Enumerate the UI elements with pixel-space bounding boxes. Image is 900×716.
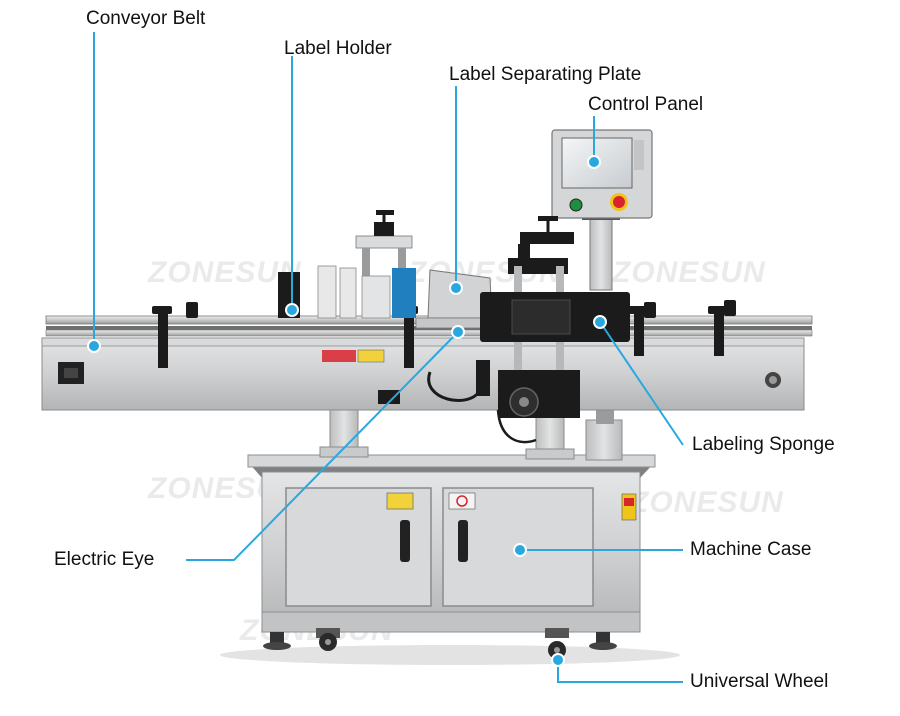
callout-label-separating-plate: Label Separating Plate	[449, 64, 642, 85]
dot-machine-case	[513, 543, 527, 557]
watermark: ZONESUN	[612, 256, 766, 289]
label-holder	[278, 210, 416, 319]
callout-universal-wheel: Universal Wheel	[690, 671, 829, 692]
callout-conveyor-belt: Conveyor Belt	[86, 8, 206, 29]
dot-labeling-sponge	[593, 315, 607, 329]
dot-label-holder	[285, 303, 299, 317]
callout-electric-eye: Electric Eye	[54, 549, 155, 570]
electric-eye-sensor	[378, 360, 490, 404]
callout-machine-case: Machine Case	[690, 539, 812, 560]
callout-label-holder: Label Holder	[284, 38, 392, 59]
labeling-head	[427, 216, 630, 444]
callout-labeling-sponge: Labeling Sponge	[692, 434, 835, 455]
dot-electric-eye	[451, 325, 465, 339]
dot-label-separating-plate	[449, 281, 463, 295]
dot-conveyor-belt	[87, 339, 101, 353]
watermark: ZONESUN	[630, 486, 784, 519]
dot-control-panel	[587, 155, 601, 169]
leader-universal-wheel	[557, 660, 683, 683]
watermark: ZONESUN	[148, 256, 302, 289]
callout-control-panel: Control Panel	[588, 94, 704, 115]
conveyor-body	[41, 337, 805, 411]
leader-electric-eye	[186, 331, 459, 561]
feet-and-wheels	[263, 628, 617, 659]
dot-universal-wheel	[551, 653, 565, 667]
leader-labeling-sponge	[599, 321, 684, 446]
machine-case	[247, 454, 656, 633]
